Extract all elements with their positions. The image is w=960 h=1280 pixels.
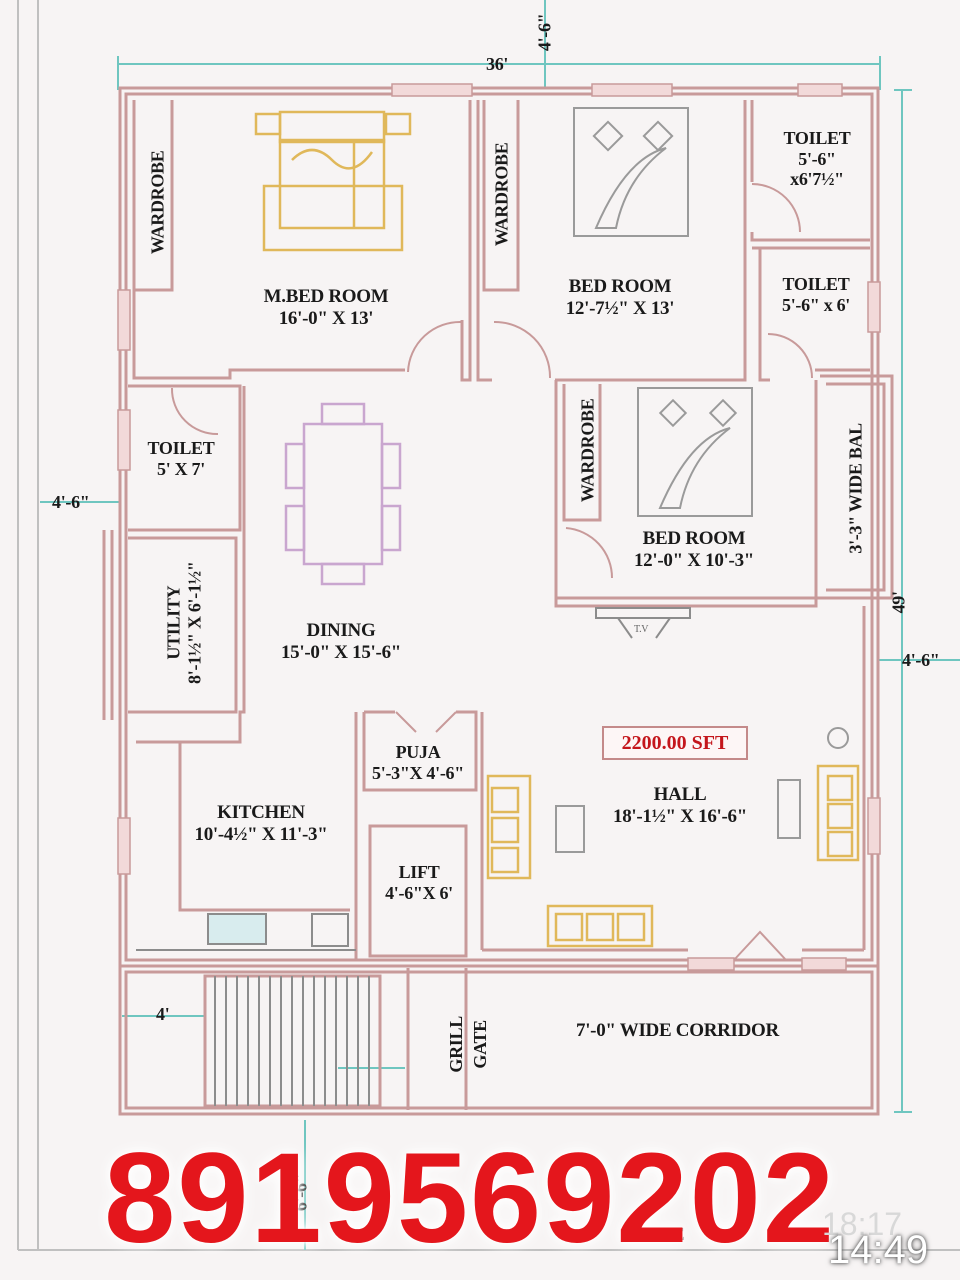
bedroom-2-label: BED ROOM 12'-0" X 10'-3" <box>604 528 784 572</box>
room-name: PUJA <box>395 742 441 762</box>
room-size: 8'-1½" X 6'-1½" <box>184 561 204 684</box>
door-swings <box>170 183 813 961</box>
faded-timestamp: 18:17 <box>822 1206 903 1242</box>
stair-width-label: 4' <box>156 1004 170 1024</box>
room-size: 15'-0" X 15'-6" <box>280 641 402 663</box>
toilet-1-label: TOILET 5'-6" x6'7½" <box>772 128 862 190</box>
kitchen-label: KITCHEN 10'-4½" X 11'-3" <box>176 802 346 846</box>
left-setback-label: 4'-6" <box>52 492 90 512</box>
room-name: M.BED ROOM <box>263 286 389 307</box>
kitchen-counter <box>136 913 356 951</box>
hall-tables <box>555 727 849 853</box>
stair-treads <box>214 976 370 1106</box>
lift-label: LIFT 4'-6"X 6' <box>372 862 466 903</box>
room-size: 5'-6" <box>798 148 836 169</box>
top-setback-label: 4'-6" <box>534 13 555 52</box>
balcony-label: 3'-3" WIDE BAL <box>845 423 866 554</box>
room-size: 5'-6" x 6' <box>782 294 850 315</box>
walls <box>102 86 894 1116</box>
tv-unit <box>595 607 691 639</box>
bottom-gate-label: GATE <box>636 1224 685 1244</box>
room-size: 12'-7½" X 13' <box>565 297 675 319</box>
puja-label: PUJA 5'-3"X 4'-6" <box>358 742 478 783</box>
room-size: 18'-1½" X 16'-6" <box>613 805 747 827</box>
room-size: 5'-3"X 4'-6" <box>372 762 464 783</box>
room-name: HALL <box>653 784 707 805</box>
overall-width-label: 36' <box>486 54 509 74</box>
room-name: TOILET <box>147 438 215 458</box>
room-size: 5' X 7' <box>157 458 205 479</box>
bedroom-2-bed <box>637 387 753 517</box>
dining-label: DINING 15'-0" X 15'-6" <box>256 620 426 664</box>
room-size: 12'-0" X 10'-3" <box>633 549 755 571</box>
master-bed-label: M.BED ROOM 16'-0" X 13' <box>236 286 416 330</box>
gate-label: GATE <box>469 1020 490 1069</box>
dimension-lines <box>40 0 960 1250</box>
toilet-2-label: TOILET 5'-6" x 6' <box>766 274 866 315</box>
bedroom-1-bed <box>573 107 689 237</box>
area-badge: 2200.00 SFT <box>602 726 748 760</box>
master-bed-furniture <box>254 110 412 252</box>
phone-number: 8919569202 <box>104 1127 836 1270</box>
hall-label: HALL 18'-1½" X 16'-6" <box>590 784 770 828</box>
room-name: UTILITY <box>163 585 184 660</box>
grill-label: GRILL <box>445 1016 466 1073</box>
timestamp: 14:49 <box>828 1228 929 1272</box>
room-name: KITCHEN <box>217 802 305 823</box>
wardrobe-label-bed2: WARDROBE <box>577 398 598 503</box>
room-size: 10'-4½" X 11'-3" <box>194 823 328 845</box>
room-name: LIFT <box>398 862 440 882</box>
hall-sofas <box>486 764 860 948</box>
right-setback-label: 4'-6" <box>902 650 940 670</box>
dining-table <box>284 402 402 586</box>
room-size-2: x6'7½" <box>790 169 844 190</box>
overall-length-label: 49' <box>888 591 909 614</box>
room-size: 16'-0" X 13' <box>278 307 374 329</box>
wardrobe-label-bed1: WARDROBE <box>491 142 512 247</box>
wardrobe-label-master: WARDROBE <box>147 150 168 255</box>
windows <box>117 83 881 971</box>
room-name: BED ROOM <box>642 528 746 549</box>
room-name: TOILET <box>783 128 851 148</box>
room-size: 4'-6"X 6' <box>385 882 453 903</box>
corridor-label: 7'-0" WIDE CORRIDOR <box>576 1020 779 1041</box>
bedroom-1-label: BED ROOM 12'-7½" X 13' <box>540 276 700 320</box>
tv-label: T.V <box>634 624 649 635</box>
toilet-3-label: TOILET 5' X 7' <box>134 438 228 479</box>
room-name: BED ROOM <box>568 276 672 297</box>
page-frame <box>17 0 960 1251</box>
utility-label: UTILITY 8'-1½" X 6'-1½" <box>163 533 204 713</box>
room-name: DINING <box>306 620 376 641</box>
room-name: TOILET <box>782 274 850 294</box>
